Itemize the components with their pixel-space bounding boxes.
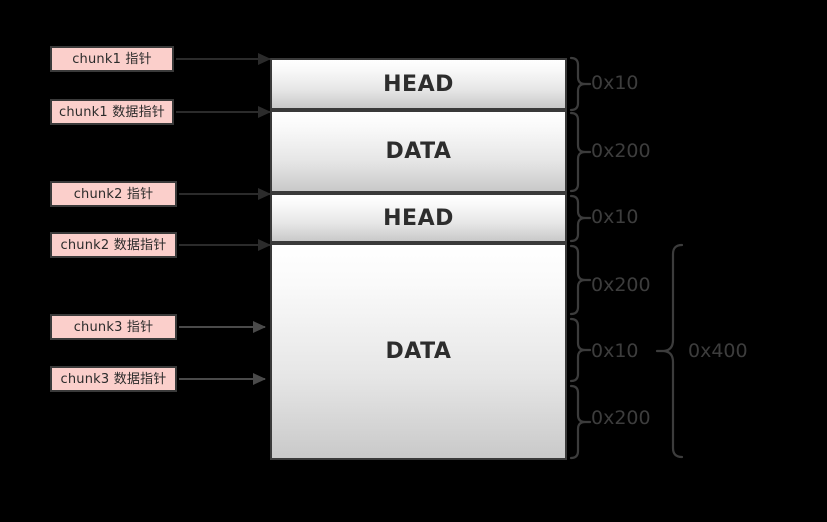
arrow-shaft xyxy=(179,244,270,246)
memory-block-label: HEAD xyxy=(383,71,454,97)
arrow-shaft xyxy=(179,378,265,380)
brace-data-1 xyxy=(569,111,592,193)
pointer-label-text: chunk2 指针 xyxy=(73,186,154,202)
pointer-label-text: chunk3 指针 xyxy=(73,319,154,335)
pointer-label-chunk3-data-pointer[interactable]: chunk3 数据指针 xyxy=(50,366,177,392)
size-label-data-2a: 0x200 xyxy=(591,274,651,296)
size-label-data-2c: 0x200 xyxy=(591,407,651,429)
arrow-head-icon xyxy=(258,106,271,118)
arrow-head-icon xyxy=(258,239,271,251)
brace-head-2 xyxy=(569,194,592,243)
memory-block-head-2: HEAD xyxy=(270,193,567,243)
size-label-head-2: 0x10 xyxy=(591,206,639,228)
arrow-chunk2-data-pointer xyxy=(179,239,271,251)
size-label-data-2b: 0x10 xyxy=(591,340,639,362)
arrow-shaft xyxy=(179,193,270,195)
size-label-head-1: 0x10 xyxy=(591,72,639,94)
brace-data-2b xyxy=(569,317,592,383)
arrow-chunk1-pointer xyxy=(176,53,271,65)
memory-block-label: HEAD xyxy=(383,205,454,231)
pointer-label-chunk1-pointer[interactable]: chunk1 指针 xyxy=(50,46,174,72)
arrow-chunk1-data-pointer xyxy=(176,106,271,118)
pointer-label-chunk1-data-pointer[interactable]: chunk1 数据指针 xyxy=(50,99,174,125)
brace-data-2c xyxy=(569,384,592,460)
arrow-shaft xyxy=(179,326,265,328)
brace-head-1 xyxy=(569,56,592,112)
arrow-head-icon xyxy=(253,321,266,333)
size-label-total: 0x400 xyxy=(688,340,748,362)
arrow-chunk3-data-pointer xyxy=(179,373,266,385)
arrow-shaft xyxy=(176,111,270,113)
memory-block-label: DATA xyxy=(385,139,452,164)
pointer-label-chunk2-pointer[interactable]: chunk2 指针 xyxy=(50,181,177,207)
pointer-label-text: chunk2 数据指针 xyxy=(60,237,167,253)
arrow-chunk3-pointer xyxy=(179,321,266,333)
pointer-label-text: chunk1 指针 xyxy=(72,51,152,67)
size-label-data-1: 0x200 xyxy=(591,140,651,162)
brace-total-0x400 xyxy=(655,243,684,459)
memory-block-data-2: DATA xyxy=(270,243,567,460)
arrow-head-icon xyxy=(258,53,271,65)
arrow-head-icon xyxy=(258,188,271,200)
memory-block-label: DATA xyxy=(385,339,452,364)
brace-data-2a xyxy=(569,244,592,316)
memory-block-data-1: DATA xyxy=(270,110,567,193)
arrow-chunk2-pointer xyxy=(179,188,271,200)
pointer-label-text: chunk3 数据指针 xyxy=(60,371,167,387)
arrow-head-icon xyxy=(253,373,266,385)
pointer-label-chunk3-pointer[interactable]: chunk3 指针 xyxy=(50,314,177,340)
memory-block-head-1: HEAD xyxy=(270,58,567,110)
pointer-label-chunk2-data-pointer[interactable]: chunk2 数据指针 xyxy=(50,232,177,258)
arrow-shaft xyxy=(176,58,270,60)
pointer-label-text: chunk1 数据指针 xyxy=(59,104,165,120)
